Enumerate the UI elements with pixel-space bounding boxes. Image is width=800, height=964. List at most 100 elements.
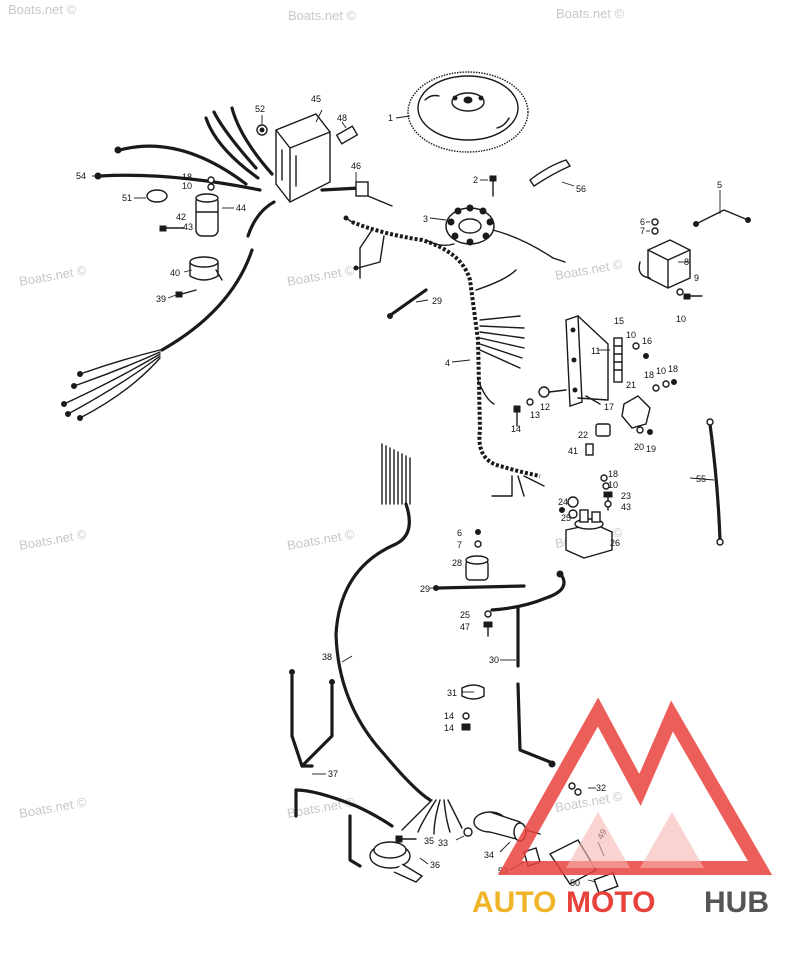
flywheel xyxy=(407,71,529,153)
starter-relay xyxy=(189,256,223,281)
watermark: Boats.net © xyxy=(8,2,77,17)
rectifier xyxy=(638,239,691,289)
bolt xyxy=(320,181,393,207)
switch-hardware xyxy=(568,782,582,796)
callout: 4 xyxy=(445,358,450,368)
callout: 14 xyxy=(511,424,521,434)
callout: 29 xyxy=(420,584,430,594)
callout: 10 xyxy=(676,314,686,324)
harness-bolt-upper xyxy=(387,288,428,319)
stator xyxy=(445,204,566,263)
center-washers xyxy=(474,529,482,548)
warning-horn xyxy=(369,841,424,883)
callout: 55 xyxy=(696,474,706,484)
callout: 25 xyxy=(460,610,470,620)
callout: 3 xyxy=(423,214,428,224)
callout: 14 xyxy=(444,723,454,733)
callouts: 1 2 3 4 5 6 7 8 9 10 11 12 13 14 15 16 1… xyxy=(76,94,722,888)
watermark: Boats.net © xyxy=(286,262,356,289)
callout: 56 xyxy=(576,184,586,194)
engine-cable xyxy=(61,248,254,421)
terminal-block xyxy=(621,395,651,429)
callout: 1 xyxy=(388,113,393,123)
terminal-screws xyxy=(636,426,653,435)
callout: 8 xyxy=(684,257,689,267)
callout: 19 xyxy=(646,444,656,454)
callout: 18 xyxy=(668,364,678,374)
callout: 10 xyxy=(182,181,192,191)
ground-screw xyxy=(513,405,521,427)
watermark: Boats.net © xyxy=(286,526,356,553)
callout: 5 xyxy=(717,180,722,190)
relay-screw xyxy=(175,289,197,298)
callout: 10 xyxy=(608,480,618,490)
callout: 23 xyxy=(621,491,631,501)
washers xyxy=(632,342,677,392)
callout: 39 xyxy=(156,294,166,304)
callout: 26 xyxy=(610,538,620,548)
callout: 31 xyxy=(447,688,457,698)
callout: 21 xyxy=(626,380,636,390)
callout: 54 xyxy=(76,171,86,181)
callout: 45 xyxy=(311,94,321,104)
watermark: Boats.net © xyxy=(554,788,624,815)
callout: 16 xyxy=(642,336,652,346)
callout: 9 xyxy=(694,273,699,283)
callout: 22 xyxy=(578,430,588,440)
callout: 38 xyxy=(322,652,332,662)
callout: 43 xyxy=(183,222,193,232)
callout: 14 xyxy=(444,711,454,721)
callout: 18 xyxy=(608,469,618,479)
callout: 37 xyxy=(328,769,338,779)
callout: 18 xyxy=(182,172,192,182)
callout: 43 xyxy=(621,502,631,512)
logo-text-hub: HUB xyxy=(704,886,769,919)
callout: 25 xyxy=(561,513,571,523)
solenoid-hardware xyxy=(559,474,613,519)
battery-cable xyxy=(490,570,566,768)
callout: 34 xyxy=(484,850,494,860)
callout: 46 xyxy=(351,161,361,171)
callout: 35 xyxy=(424,836,434,846)
screw xyxy=(489,175,497,197)
jumper-wire xyxy=(693,209,751,227)
connector xyxy=(585,395,601,405)
trim-harness xyxy=(289,669,394,868)
callout: 24 xyxy=(558,497,568,507)
switch-nut xyxy=(463,827,473,837)
callout: 17 xyxy=(604,402,614,412)
callout: 13 xyxy=(530,410,540,420)
callout: 40 xyxy=(170,268,180,278)
callout: 41 xyxy=(568,446,578,456)
callout: 7 xyxy=(457,540,462,550)
washer-stack xyxy=(207,176,215,191)
clamp-hardware xyxy=(461,712,471,731)
watermark: Boats.net © xyxy=(556,6,625,21)
callout: 18 xyxy=(644,370,654,380)
callout: 30 xyxy=(489,655,499,665)
watermark: Boats.net © xyxy=(18,794,88,821)
callout: 11 xyxy=(591,346,600,356)
callout: 44 xyxy=(236,203,246,213)
remote-harness xyxy=(334,443,463,835)
ground-hardware xyxy=(526,386,567,406)
watermark: Boats.net © xyxy=(288,8,357,23)
automotohub-logo: AUTO MOTO HUB xyxy=(472,697,773,919)
callout: 7 xyxy=(640,226,645,236)
callout: 32 xyxy=(596,783,606,793)
horn-screw xyxy=(395,835,417,843)
starter-solenoid xyxy=(565,509,613,559)
callout: 6 xyxy=(457,528,462,538)
ignition-coil xyxy=(195,193,219,237)
rectifier-hardware xyxy=(651,218,703,300)
callout: 42 xyxy=(176,212,186,222)
leader-lines xyxy=(92,109,721,883)
switch-box xyxy=(275,113,331,203)
switch-box-leads xyxy=(94,106,276,238)
cable-hardware xyxy=(483,610,493,637)
nut xyxy=(256,124,268,136)
capacitor xyxy=(465,555,489,581)
terminal-bracket xyxy=(565,315,609,407)
